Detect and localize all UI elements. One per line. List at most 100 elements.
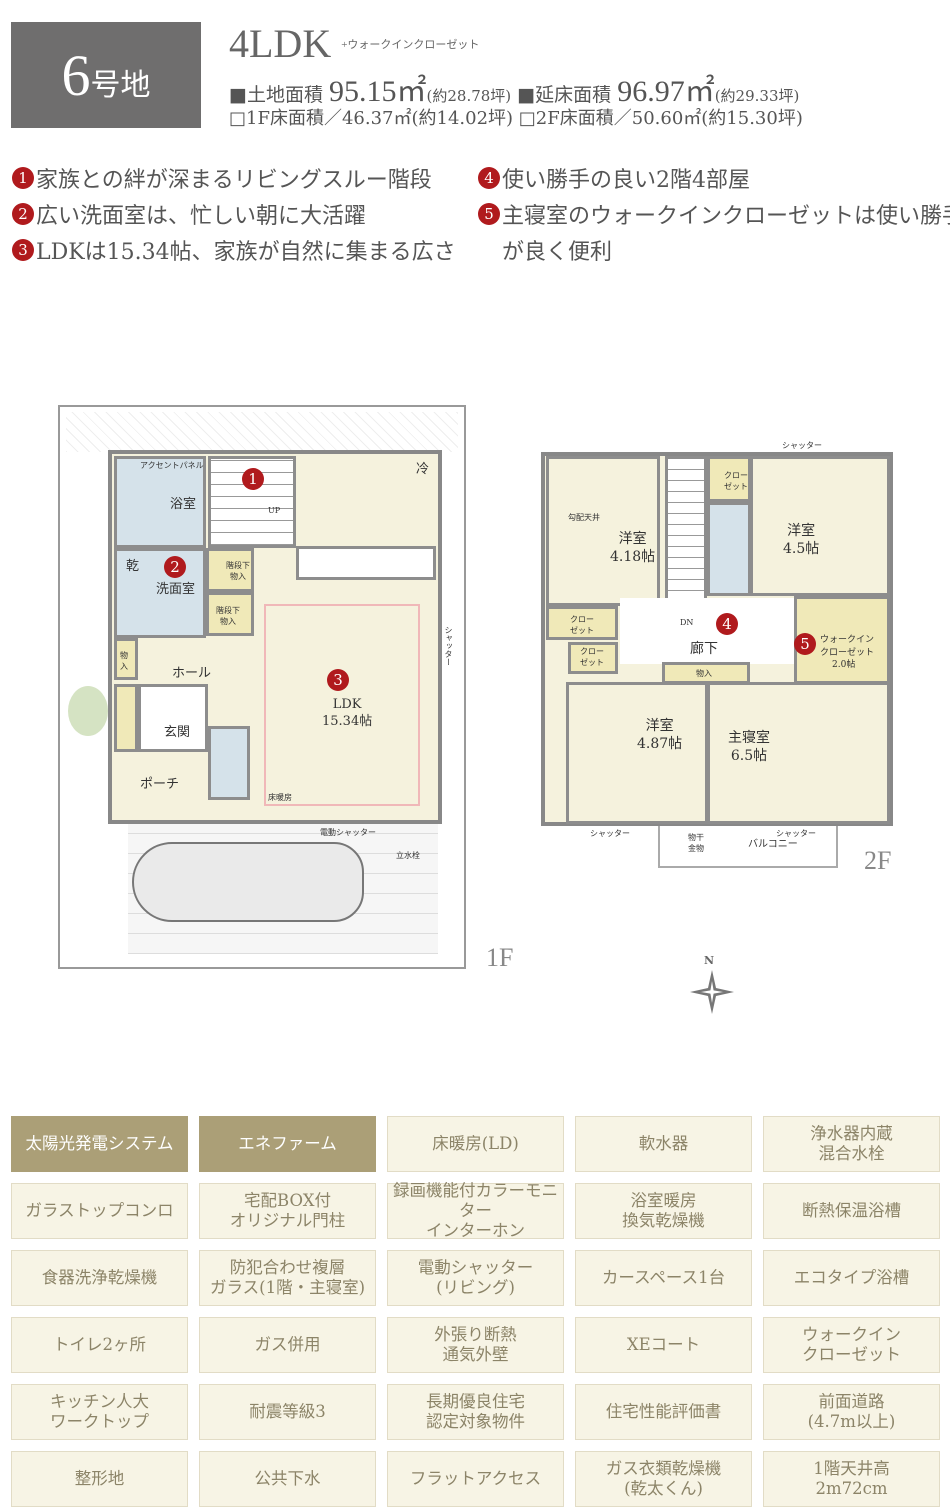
marker-1: 1 [242, 468, 264, 490]
garden-area [66, 412, 458, 452]
stairs-2f [665, 456, 707, 616]
equipment-tag: 公共下水 [199, 1451, 376, 1507]
room-entrance [138, 684, 208, 752]
room-bath [114, 456, 206, 548]
hallway [620, 598, 796, 664]
label-room3-size: 4.87帖 [637, 736, 683, 753]
label-porch: ポーチ [140, 777, 180, 792]
lot-number-badge: 6 号地 [11, 22, 201, 128]
label-sloped-ceiling: 勾配天井 [568, 513, 600, 522]
label-accent-panel: アクセントパネル [140, 461, 204, 470]
label-hall-2f: 廊下 [690, 641, 718, 657]
toilet-1f [208, 726, 250, 800]
label-shutter-2f: シャッター [776, 829, 816, 838]
feature-number: 1 [12, 167, 34, 189]
floor1-label: 1F [486, 943, 514, 972]
balcony [658, 826, 838, 868]
label-ldk-size: 15.34帖 [322, 713, 373, 729]
equipment-tag: 軟水器 [575, 1116, 752, 1172]
equipment-tag: XEコート [575, 1317, 752, 1373]
label-room2-size: 4.5帖 [783, 541, 820, 558]
label-ldk: LDK [332, 697, 362, 712]
label-dry: 乾 [126, 559, 140, 574]
layout-type-text: 4LDK [229, 21, 332, 66]
feature-number: 2 [12, 203, 34, 225]
equipment-tag: ガラストップコンロ [11, 1183, 188, 1239]
closet-3 [707, 456, 751, 502]
feature-number: 4 [478, 167, 500, 189]
equipment-tag: カースペース1台 [575, 1250, 752, 1306]
equipment-tag: 太陽光発電システム [11, 1116, 188, 1172]
equipment-tag: 浴室暖房 換気乾燥機 [575, 1183, 752, 1239]
equipment-tag: 録画機能付カラーモニター インターホン [387, 1181, 564, 1240]
storage-3 [114, 638, 138, 680]
equipment-tag: 断熱保温浴槽 [763, 1183, 940, 1239]
closet-1 [546, 606, 618, 640]
label-shutter: 電動シャッター [320, 828, 376, 837]
floor-heating-area [264, 604, 420, 806]
tree-icon [68, 686, 108, 736]
equipment-tag: ウォークイン クローゼット [763, 1317, 940, 1373]
feature-number: 3 [12, 239, 34, 261]
label-wic: ウォークイン クローゼット [820, 635, 875, 658]
equipment-tag: ガス衣類乾燥機 (乾太くん) [575, 1451, 752, 1507]
equipment-tag: トイレ2ヶ所 [11, 1317, 188, 1373]
label-storage-1: 階段下 物入 [226, 561, 250, 581]
floor-area-label: ■延床面積 [517, 84, 612, 106]
marker-2: 2 [164, 556, 186, 578]
equipment-tag: 整形地 [11, 1451, 188, 1507]
equipment-tag: 防犯合わせ複層 ガラス(1階・主寝室) [199, 1250, 376, 1306]
equipment-tag: 浄水器内蔵 混合水栓 [763, 1116, 940, 1172]
room-wash [114, 548, 206, 638]
label-shutter-2f: シャッター [590, 829, 630, 838]
label-bath: 浴室 [170, 497, 197, 512]
label-wic-size: 2.0帖 [832, 660, 856, 670]
floor2-label: 2F [864, 846, 892, 875]
feature-text: 使い勝手の良い2階4部屋 [502, 168, 750, 193]
label-closet-3: クロー ゼット [724, 471, 748, 491]
floor-areas: □1F床面積／46.37㎡(約14.02坪) □2F床面積／50.60㎡(約15… [229, 104, 803, 130]
equipment-tag: 宅配BOX付 オリジナル門柱 [199, 1183, 376, 1239]
label-room2: 洋室 [787, 523, 816, 539]
stairs [208, 456, 296, 548]
label-floor-heating: 床暖房 [268, 793, 292, 802]
label-faucet: 立水栓 [396, 851, 420, 860]
label-room1: 洋室 [618, 531, 647, 547]
lot-number: 6 [61, 42, 91, 108]
equipment-tag: キッチン人大 ワークトップ [11, 1384, 188, 1440]
label-entrance: 玄関 [164, 725, 191, 740]
compass-north-label: N [704, 954, 715, 967]
layout-type: 4LDK+ウォークインクローゼット [229, 20, 479, 67]
floor-area-tsubo: (約29.33坪) [714, 87, 800, 105]
label-storage-3: 物 入 [120, 651, 128, 671]
equipment-tag: 耐震等級3 [199, 1384, 376, 1440]
shoe-storage [114, 684, 138, 752]
equipment-tag: 床暖房(LD) [387, 1116, 564, 1172]
label-master-size: 6.5帖 [730, 748, 768, 765]
equipment-tag: 1階天井高 2m72cm [763, 1451, 940, 1507]
toilet-2f [707, 502, 751, 596]
feature-text: 主寝室のウォークインクローゼットは使い勝手 [502, 204, 950, 229]
closet-2 [568, 642, 618, 674]
label-dryer-hardware: 物干 金物 [688, 833, 704, 853]
equipment-tag: 前面道路 (4.7m以上) [763, 1384, 940, 1440]
label-dn: DN [680, 618, 694, 627]
label-storage-2f: 物入 [696, 669, 712, 678]
compass-icon [690, 970, 734, 1014]
land-area-value: 95.15㎡ [329, 75, 427, 108]
land-area-tsubo: (約28.78坪) [426, 87, 512, 105]
feature-text: が良く便利 [502, 240, 613, 265]
equipment-tag: エコタイプ浴槽 [763, 1250, 940, 1306]
label-balcony: バルコニー [748, 839, 798, 850]
label-wash: 洗面室 [156, 582, 196, 597]
feature-5-cont: が良く便利 [502, 234, 612, 266]
area-summary: ■土地面積 95.15㎡(約28.78坪) ■延床面積 96.97㎡(約29.3… [229, 66, 799, 110]
room-master-bedroom [707, 682, 890, 824]
label-hall: ホール [172, 666, 212, 681]
lot-suffix: 号地 [90, 68, 151, 103]
label-shutter-2f: シャッター [782, 441, 822, 450]
